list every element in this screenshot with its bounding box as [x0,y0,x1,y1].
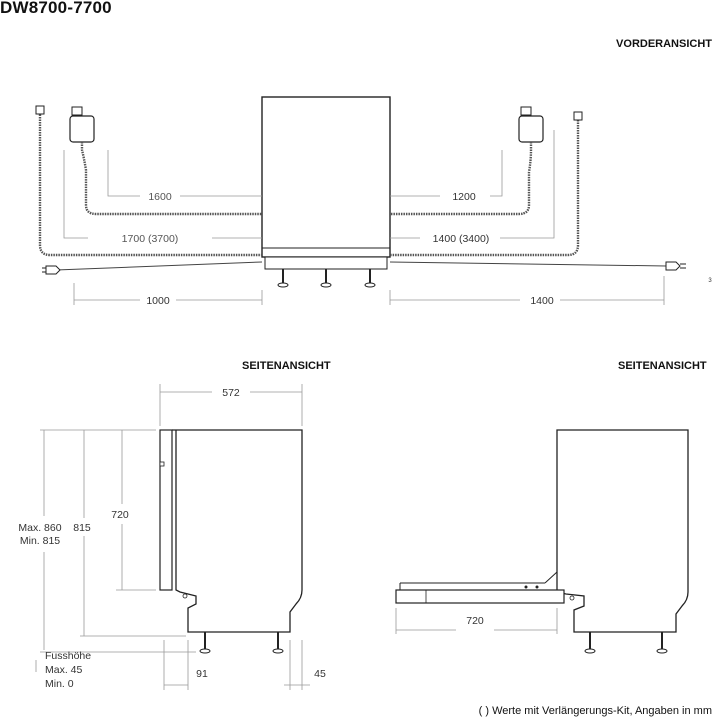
small-mark: 3 [708,278,712,284]
side-right-dimension-lines [395,608,558,634]
dim-min-height: Min. 815 [20,535,60,547]
side-left-dimension-lines [35,384,310,690]
plug-left [45,265,61,275]
dim-right-inlet: 1400 (3400) [433,233,490,245]
footnote: ( ) Werte mit Verlängerungs-Kit, Angaben… [478,705,712,717]
dim-foot-front: 91 [196,668,208,680]
left-hose-assembly [35,105,263,275]
foot-height-label: Fusshöhe [45,650,91,662]
open-door [395,589,565,604]
foot-height-max: Max. 45 [45,664,83,676]
right-dimensions [389,130,665,305]
front-view-heading: VORDERANSICHT [616,38,712,50]
dim-right-cord: 1400 [530,295,554,307]
front-base [264,256,388,270]
foot-height-min: Min. 0 [45,678,74,690]
side-feet-right [584,632,668,654]
dim-height: 815 [73,522,91,534]
drain-hose-right [390,142,533,216]
dim-left-inlet: 1700 (3700) [122,233,179,245]
dishwasher-front-body [261,96,391,258]
dim-door-open: 720 [466,615,484,627]
inlet-hose-right [390,120,580,257]
power-cord-left [55,261,263,271]
dim-max-height: Max. 860 [18,522,61,534]
model-title: DW8700-7700 [0,0,112,17]
drain-hose-left [80,142,262,216]
inlet-hose-left [38,112,262,257]
aquastop-box-left [69,115,95,143]
door-panel [159,429,173,591]
dim-door-height: 720 [111,509,129,521]
aquastop-box-right [518,115,544,143]
left-dimensions [63,150,263,305]
dim-left-drain: 1600 [148,191,172,203]
right-hose-assembly [389,106,686,271]
front-view: 1600 1700 (3700) 1000 [35,96,712,307]
dim-left-cord: 1000 [146,295,170,307]
side-body-right [556,429,689,633]
side-body-left [172,429,303,633]
side-view-heading-right: SEITENANSICHT [618,360,707,372]
dim-depth: 572 [222,387,240,399]
plug-right [665,261,681,271]
front-feet [277,269,376,288]
side-view-left: 572 720 815 Max. 860 Min. 815 Fusshöhe M… [18,384,326,690]
dim-foot-back: 45 [314,668,326,680]
side-view-heading-left: SEITENANSICHT [242,360,331,372]
dim-right-drain: 1200 [452,191,476,203]
power-cord-right [389,261,667,267]
side-view-right: 720 [395,429,689,654]
side-feet-left [199,632,284,654]
